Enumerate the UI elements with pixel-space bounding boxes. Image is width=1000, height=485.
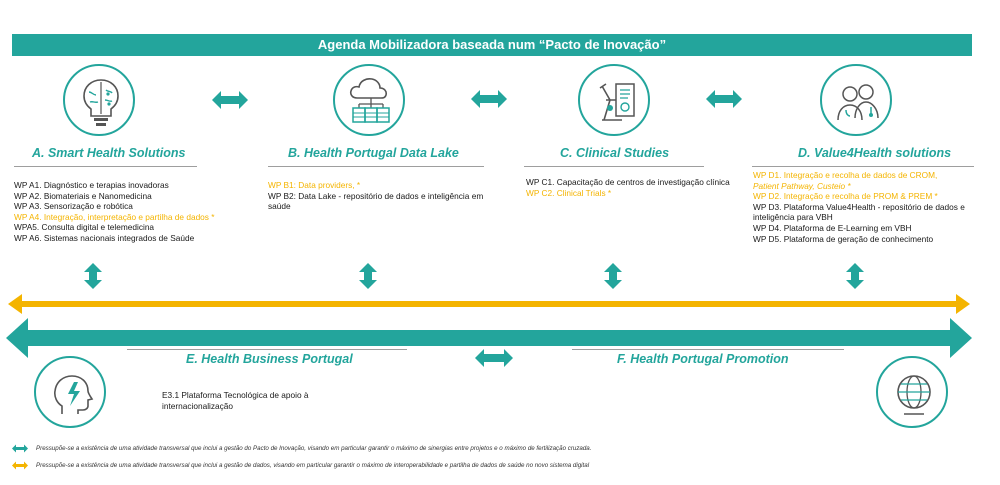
column-d-items: WP D1. Integração e recolha de dados de … [753, 170, 968, 244]
column-d-underline [752, 166, 974, 167]
column-b-underline [268, 166, 484, 167]
list-item: WP C1. Capacitação de centros de investi… [526, 177, 730, 187]
list-item: WP B1: Data providers, * [268, 180, 361, 190]
cloud-database-icon [333, 64, 405, 136]
column-b-items: WP B1: Data providers, * WP B2: Data Lak… [268, 180, 490, 212]
list-item: WP A1. Diagnóstico e terapias inovadoras [14, 180, 169, 190]
list-item: WP D5. Plataforma de geração de conhecim… [753, 233, 934, 244]
vertical-arrow-b [359, 263, 377, 289]
list-item: Patient Pathway, Custeio * [753, 180, 851, 191]
section-e-item: E3.1 Plataforma Tecnológica de apoio à i… [162, 390, 309, 411]
double-arrow-a-b [212, 91, 248, 109]
list-item: WP D4. Plataforma de E-Learning em VBH [753, 222, 912, 233]
list-item: WP D2. Integração e recolha de PROM & PR… [753, 191, 938, 202]
column-a-items: WP A1. Diagnóstico e terapias inovadoras… [14, 180, 254, 244]
section-e-title: E. Health Business Portugal [186, 352, 353, 366]
legend-note-pact: Pressupõe-se a existência de uma ativida… [36, 445, 592, 452]
section-f-title: F. Health Portugal Promotion [617, 352, 789, 366]
list-item: WP A2. Biomateriais e Nanomedicina [14, 190, 152, 201]
pact-management-arrow [6, 318, 972, 358]
vertical-arrow-d [846, 263, 864, 289]
list-item: WP B2: Data Lake - repositório de dados … [268, 190, 484, 212]
list-item: WP A6. Sistemas nacionais integrados de … [14, 232, 195, 243]
legend-orange-arrow-icon [12, 461, 28, 470]
list-item: WP D3. Plataforma Value4Health - reposit… [753, 201, 965, 223]
column-a-underline [14, 166, 197, 167]
list-item: WP C2. Clinical Trials * [526, 187, 612, 198]
double-arrow-b-c [471, 90, 507, 108]
column-a-title: A. Smart Health Solutions [32, 146, 186, 160]
head-lightning-icon [34, 356, 106, 428]
vertical-arrow-c [604, 263, 622, 289]
column-c-underline [524, 166, 704, 167]
double-arrow-e-f [475, 349, 513, 367]
brain-lightbulb-icon [63, 64, 135, 136]
health-professionals-icon [820, 64, 892, 136]
list-item: WP D1. Integração e recolha de dados de … [753, 170, 938, 180]
section-e-line [127, 349, 407, 350]
column-b-title: B. Health Portugal Data Lake [288, 146, 459, 160]
list-item: WPA5. Consulta digital e telemedicina [14, 222, 155, 233]
double-arrow-c-d [706, 90, 742, 108]
microscope-chart-icon [578, 64, 650, 136]
legend-note-data: Pressupõe-se a existência de uma ativida… [36, 462, 590, 469]
list-item: WP A3. Sensorização e robótica [14, 201, 133, 212]
column-d-title: D. Value4Health solutions [798, 146, 952, 160]
column-c-items: WP C1. Capacitação de centros de investi… [526, 177, 748, 198]
column-c-title: C. Clinical Studies [560, 146, 670, 160]
globe-icon [876, 356, 948, 428]
list-item: WP A4. Integração, interpretação e parti… [14, 211, 215, 222]
section-f-line [572, 349, 844, 350]
agenda-banner: Agenda Mobilizadora baseada num “Pacto d… [12, 34, 972, 56]
data-management-arrow [8, 294, 970, 314]
vertical-arrow-a [84, 263, 102, 289]
legend-teal-arrow-icon [12, 444, 28, 453]
